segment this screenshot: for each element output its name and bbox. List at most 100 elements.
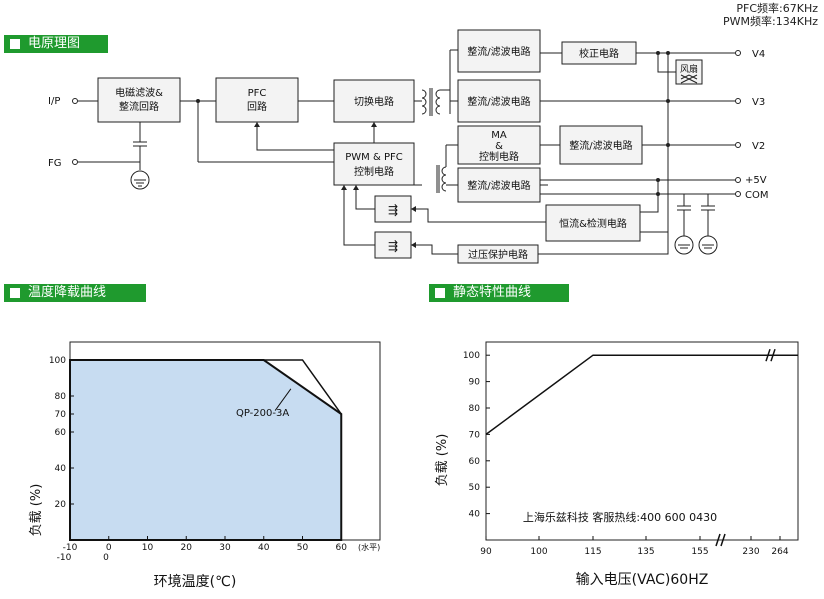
emi-filter-block: [97, 77, 181, 123]
input-ip-terminal: [72, 98, 78, 104]
square-icon: [10, 39, 20, 49]
switch-label: 切换电路: [354, 95, 394, 108]
derating-ytick-label: 60: [55, 428, 67, 438]
schematic-title: 电原理图: [28, 36, 81, 51]
input-ip-label: I/P: [48, 96, 60, 107]
axis-break-icon: [715, 533, 726, 547]
static-plot-frame: [485, 341, 799, 541]
transformer-secondary: [435, 89, 441, 115]
derating-ylabel: 负载 (%): [29, 484, 44, 537]
pwm-frequency: PWM频率:134KHz: [723, 15, 818, 28]
derating-model-label: QP-200-3A: [236, 408, 289, 419]
square-icon: [10, 288, 20, 298]
derating-title: 温度降载曲线: [28, 285, 107, 300]
derating-xtick-label: 0: [106, 543, 112, 553]
static-ytick-label: 60: [469, 457, 481, 467]
output-5v-label: +5V: [745, 175, 767, 186]
static-xtick-label: 155: [691, 547, 708, 557]
derating-xtick-label: -10: [63, 543, 78, 553]
ma-label: MA: [491, 130, 507, 141]
derating-xtick-label: 50: [297, 543, 309, 553]
static-ytick-label: 90: [469, 378, 481, 388]
static-ytick-label: 80: [469, 404, 481, 414]
axis-break-icon: [765, 348, 776, 362]
static-xtick-label: 230: [742, 547, 759, 557]
static-xtick-label: 90: [480, 547, 492, 557]
static-ytick-label: 50: [469, 483, 481, 493]
derating-xtick-label: 30: [219, 543, 231, 553]
rectifier-4-label: 整流/滤波电路: [467, 179, 530, 192]
transformer2-secondary: [441, 166, 447, 192]
pfc-block: [215, 77, 299, 123]
static-xtick-label: 115: [584, 547, 601, 557]
derating-xtick-extra: 0: [103, 553, 109, 563]
pfc-label-2: 回路: [247, 100, 267, 113]
fan-label: 风扇: [680, 63, 698, 75]
model-leader-line: [274, 388, 292, 411]
derating-xtick-label: 10: [142, 543, 154, 553]
static-chart: 90 100 115 135 155 230 264 100 90 80 70 60 50 40 负载 (…: [435, 341, 799, 588]
rectifier-2-label: 整流/滤波电路: [467, 95, 530, 108]
derating-ytick-label: 40: [55, 464, 67, 474]
derating-x-note: (水平): [358, 542, 380, 552]
derating-xlabel: 环境温度(℃): [154, 574, 237, 590]
pwm-label-2: 控制电路: [354, 165, 394, 178]
ovp-label: 过压保护电路: [468, 248, 528, 261]
transformer-primary: [421, 89, 427, 115]
calibration-label: 校正电路: [579, 47, 619, 60]
ma-control-block: [457, 125, 541, 165]
fan-block: [675, 59, 703, 85]
pfc-label: PFC: [248, 88, 267, 99]
output-com-label: COM: [745, 190, 768, 201]
ground-icon: [674, 235, 694, 255]
static-header: 静态特性曲线: [429, 284, 569, 302]
output-v2-label: V2: [752, 141, 765, 152]
detect-label: 恒流&检测电路: [559, 217, 627, 230]
pwm-label: PWM & PFC: [345, 152, 402, 163]
static-ytick-label: 40: [469, 510, 481, 520]
rectifier-block-1: [457, 29, 541, 73]
derating-xtick-label: 20: [181, 543, 193, 553]
emi-filter-label: 电磁滤波&: [115, 86, 163, 99]
derating-xtick-label: 60: [336, 543, 348, 553]
derating-ytick-label: 70: [55, 410, 67, 420]
optocoupler-1: [374, 195, 412, 223]
ground-icon: [130, 170, 150, 190]
ma-label-3: 控制电路: [479, 150, 519, 163]
switch-block: [333, 79, 415, 123]
derating-xtick-label: 40: [258, 543, 270, 553]
static-ytick-label: 100: [463, 351, 480, 361]
input-fg-terminal: [72, 159, 78, 165]
derating-upper-curve: [70, 359, 342, 415]
emi-filter-label-2: 整流回路: [119, 100, 159, 113]
static-xtick-label: 264: [771, 547, 788, 557]
derating-xtick-extra: -10: [57, 553, 72, 563]
pwm-control-block: [333, 142, 415, 186]
output-v3-label: V3: [752, 97, 765, 108]
static-ytick-label: 70: [469, 430, 481, 440]
derating-header: 温度降载曲线: [4, 284, 146, 302]
derating-ytick-label: 100: [49, 356, 66, 366]
frequency-spec: PFC频率:67KHz PWM频率:134KHz: [723, 2, 818, 28]
derating-ytick-label: 80: [55, 392, 67, 402]
input-fg-label: FG: [48, 158, 62, 169]
static-xtick-label: 100: [530, 547, 547, 557]
static-curve: [485, 354, 798, 436]
ma-label-2: &: [495, 141, 503, 152]
derating-ytick-label: 20: [55, 500, 67, 510]
derating-area: [69, 359, 343, 541]
static-ylabel: 负载 (%): [435, 434, 450, 487]
pfc-frequency: PFC频率:67KHz: [736, 2, 818, 15]
static-title: 静态特性曲线: [453, 285, 532, 300]
detect-block: [545, 204, 641, 242]
output-v4-label: V4: [752, 49, 765, 60]
static-xlabel: 输入电压(VAC)60HZ: [576, 572, 709, 588]
rectifier-1-label: 整流/滤波电路: [467, 45, 530, 58]
square-icon: [435, 288, 445, 298]
ground-icon: [698, 235, 718, 255]
rectifier-block-2: [457, 79, 541, 123]
derating-chart: -10 0 10 20 30 40 50 60 100 80 70 60 40 20 负载 (%) 环境温…: [29, 341, 381, 590]
optocoupler-icon: ⇶: [388, 203, 398, 217]
static-xtick-label: 135: [637, 547, 654, 557]
schematic-header: 电原理图: [4, 35, 108, 53]
